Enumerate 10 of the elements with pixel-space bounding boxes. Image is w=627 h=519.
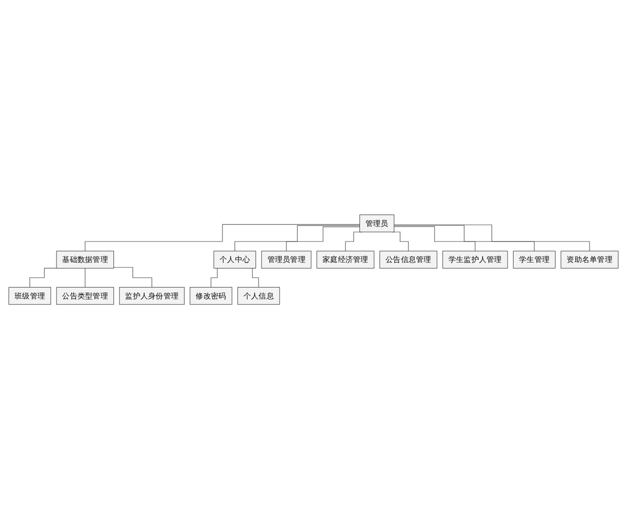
connector — [286, 226, 360, 252]
connector — [84, 268, 86, 288]
connector — [113, 266, 152, 288]
connector — [392, 232, 409, 252]
connector — [234, 225, 360, 252]
connector — [394, 224, 535, 252]
connector — [84, 224, 360, 252]
connector — [394, 224, 590, 252]
connector — [345, 232, 362, 252]
connector — [394, 226, 476, 252]
